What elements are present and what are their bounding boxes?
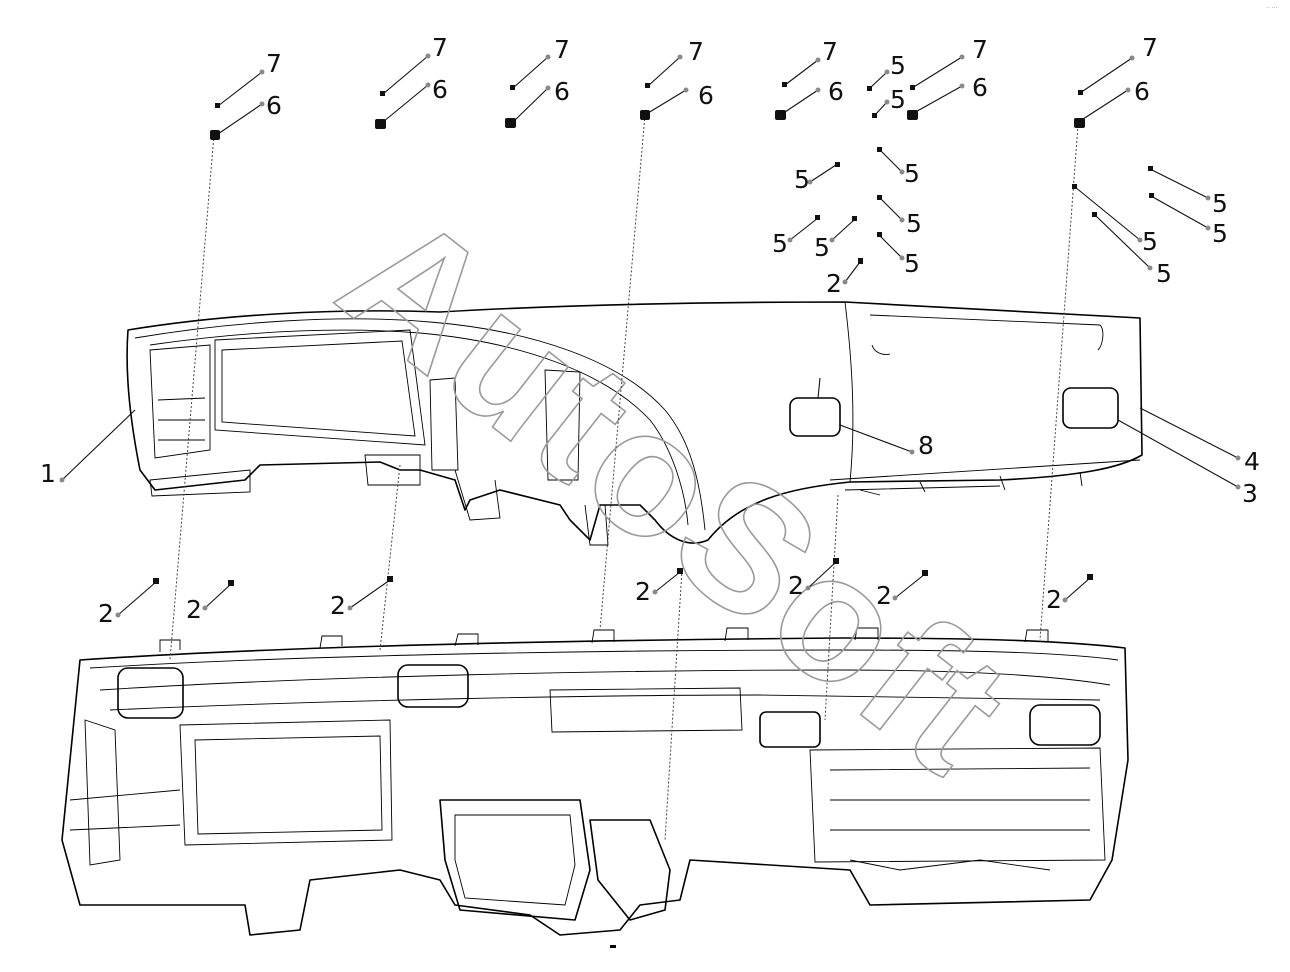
callout-7-e: 7 <box>822 37 838 66</box>
callout-4: 4 <box>1244 447 1260 476</box>
callout-5-d: 5 <box>904 159 920 188</box>
callout-7-a: 7 <box>266 49 282 78</box>
callout-5-b: 5 <box>890 85 906 114</box>
callout-3: 3 <box>1242 479 1258 508</box>
callout-2-e: 2 <box>788 571 804 600</box>
callout-5-f: 5 <box>772 229 788 258</box>
callout-2-c: 2 <box>330 591 346 620</box>
callout-6-f: 6 <box>972 73 988 102</box>
fasteners <box>153 82 1154 586</box>
callout-7-b: 7 <box>432 33 448 62</box>
lower-dashboard-frame <box>61 627 1129 936</box>
callout-2-d: 2 <box>635 577 651 606</box>
callout-6-g: 6 <box>1134 77 1150 106</box>
callout-5-a: 5 <box>890 51 906 80</box>
callout-7-c: 7 <box>554 35 570 64</box>
autosoft-watermark: AutoSoft <box>307 173 1047 812</box>
callout-5-c: 5 <box>794 165 810 194</box>
callout-2-g: 2 <box>1046 585 1062 614</box>
callout-6-b: 6 <box>432 75 448 104</box>
callout-2-a: 2 <box>98 599 114 628</box>
leader-lines <box>59 53 1241 618</box>
callout-6-c: 6 <box>554 77 570 106</box>
callout-2-f: 2 <box>876 581 892 610</box>
callout-7-f: 7 <box>972 35 988 64</box>
callout-1: 1 <box>40 459 56 488</box>
callout-5-g: 5 <box>814 233 830 262</box>
callout-2-upper: 2 <box>826 269 842 298</box>
callout-8: 8 <box>918 431 934 460</box>
callout-5-k: 5 <box>1142 227 1158 256</box>
callout-5-j: 5 <box>1212 219 1228 248</box>
callout-5-h: 5 <box>904 249 920 278</box>
corner-mark: ·· ··· <box>1266 5 1278 12</box>
upper-dashboard-cover <box>126 301 1143 546</box>
bottom-tick <box>610 945 616 948</box>
alignment-lines <box>169 114 1079 841</box>
callout-labels: 7 6 7 6 7 6 7 6 7 6 5 5 7 6 7 6 5 5 5 5 … <box>40 33 1260 628</box>
callout-6-e: 6 <box>828 77 844 106</box>
callout-6-d: 6 <box>698 81 714 110</box>
callout-5-e: 5 <box>906 209 922 238</box>
callout-7-d: 7 <box>688 37 704 66</box>
callout-5-l: 5 <box>1156 259 1172 288</box>
callout-2-b: 2 <box>186 595 202 624</box>
callout-6-a: 6 <box>266 91 282 120</box>
callout-7-g: 7 <box>1142 33 1158 62</box>
callout-5-i: 5 <box>1212 189 1228 218</box>
